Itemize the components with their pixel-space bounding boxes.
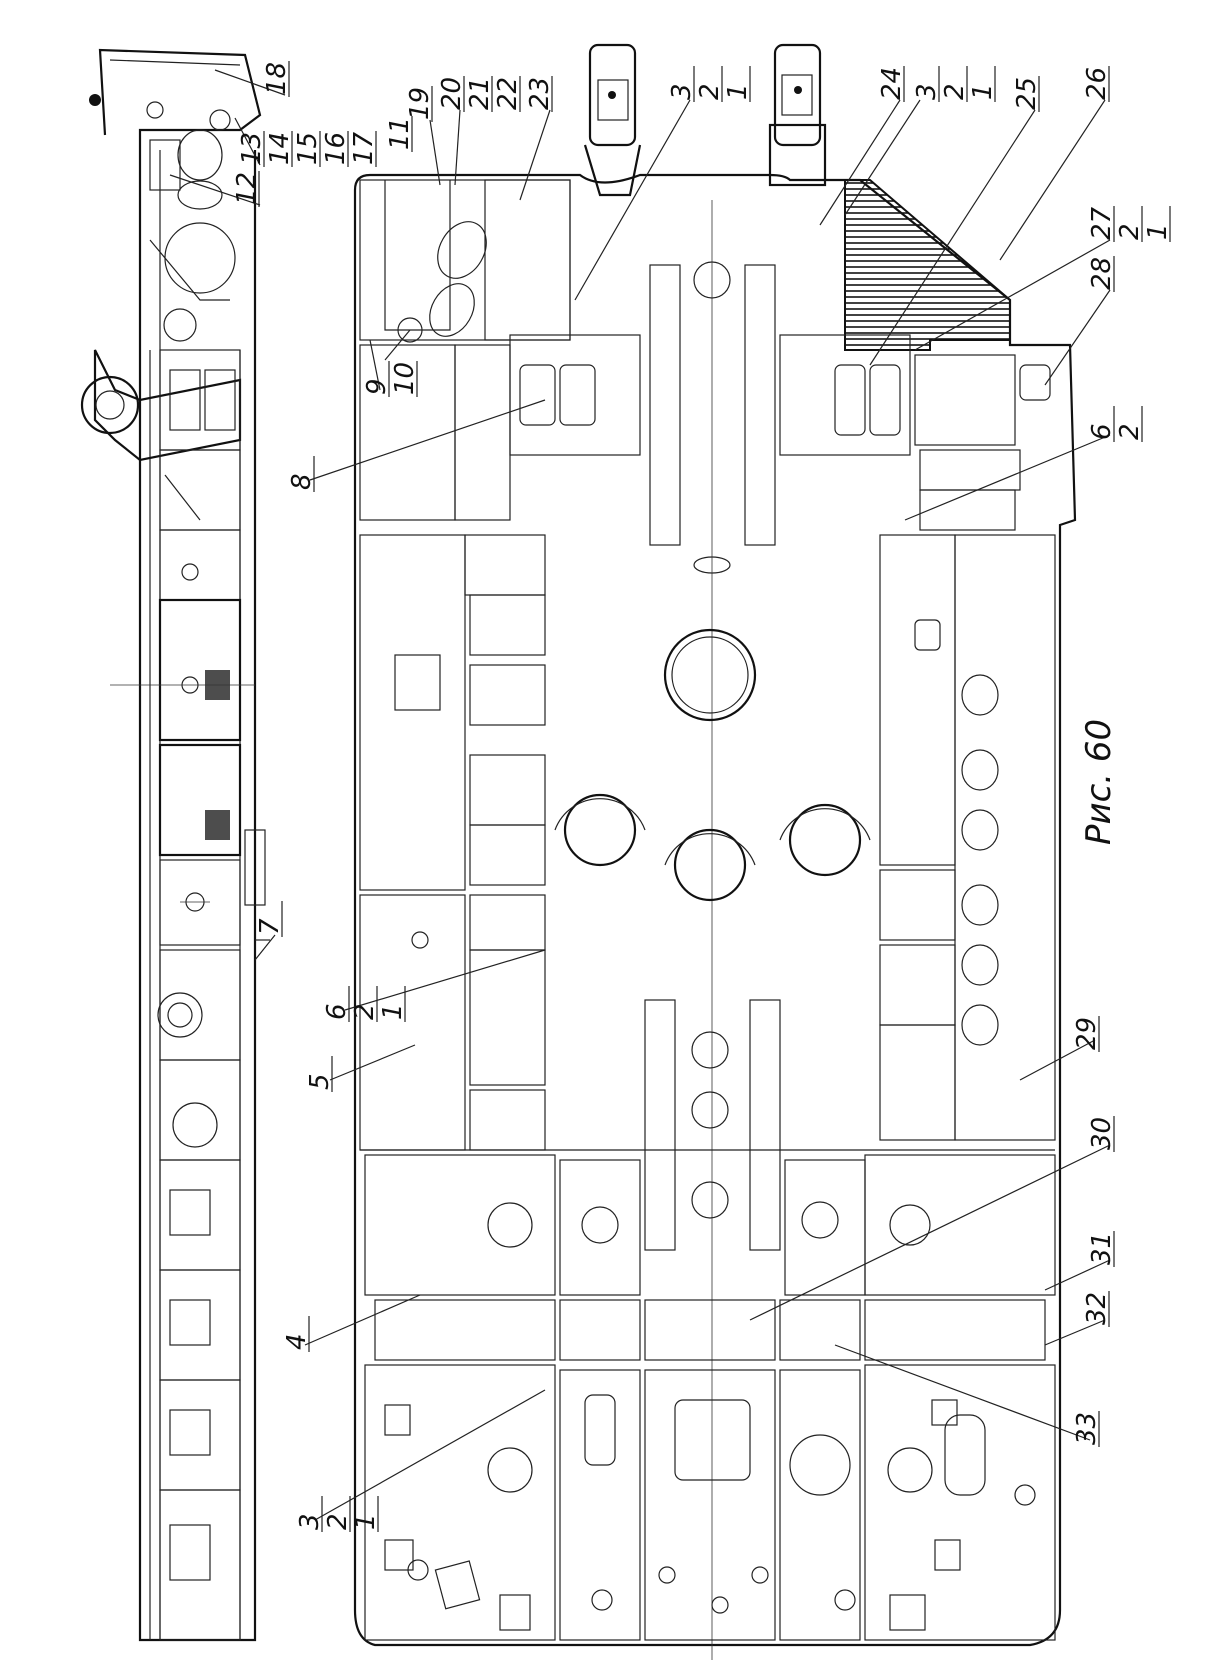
callout-c23: 31 [1087,1231,1117,1267]
callout-c4: 19 [405,86,435,122]
hatched-panel-26 [845,180,1010,350]
callout-number: 5 [305,1073,335,1090]
callout-c16: 8 [287,456,317,492]
callout-c18: 7 [255,901,285,937]
callout-number: 17 [349,131,379,165]
callout-number: 22 [493,77,523,110]
callout-c6: 23 [525,76,555,112]
left-cabinets [360,345,545,1150]
callout-number: 4 [282,1333,312,1350]
callout-number: 30 [1087,1117,1117,1150]
callout-number: 1 [1143,223,1173,240]
callout-number: 14 [265,132,295,165]
right-cabinets [880,535,1055,1140]
callout-c10: 25 [1012,76,1042,112]
figure-caption: Рис. 60 [1079,719,1119,845]
callout-c13: 28 [1087,256,1117,292]
callout-number: 7 [255,918,285,935]
callout-number: 3 [667,83,697,100]
coupler-right [770,45,825,185]
callout-number: 2 [1115,423,1145,440]
callout-number: 19 [405,87,435,120]
callout-number: 1 [968,83,998,100]
callout-c3: 12 [232,171,262,207]
callout-number: 29 [1072,1017,1102,1050]
callout-c19: 621 [322,986,408,1022]
callout-number: 8 [287,473,317,490]
callout-c24: 32 [1082,1291,1112,1327]
callout-number: 3 [295,1513,325,1530]
callout-number: 13 [237,132,267,165]
callout-c22: 30 [1087,1116,1117,1152]
callout-number: 2 [323,1513,353,1530]
callout-number: 33 [1072,1412,1102,1445]
callout-number: 32 [1082,1292,1112,1325]
callout-c17: 62 [1087,406,1145,442]
callout-number: 6 [1087,423,1117,440]
callout-number: 1 [378,1003,408,1020]
callout-number: 16 [321,132,351,165]
callout-c21: 29 [1072,1016,1102,1052]
filter-block-8 [510,335,640,455]
callout-c15: 910 [362,361,420,397]
callout-c1: 18 [262,61,292,97]
callout-number: 12 [232,172,262,205]
callout-number: 2 [940,83,970,100]
callout-c8: 24 [877,66,907,102]
callout-number: 26 [1082,67,1112,100]
side-frame-sections [158,350,240,1640]
bottom-rails [645,1000,780,1250]
lower-panels [360,1150,1055,1640]
side-elevation-view [82,50,270,1640]
callout-number: 2 [695,83,725,100]
callout-number: 15 [293,132,323,165]
callout-c11: 26 [1082,66,1112,102]
center-bearings [555,630,870,900]
callout-number: 28 [1087,257,1117,290]
callout-number: 25 [1012,77,1042,110]
callout-number: 20 [437,77,467,110]
plan-view [355,45,1075,1660]
top-rails [650,200,775,1660]
callout-number: 10 [390,362,420,395]
filter-block-25 [780,335,910,455]
callout-number: 2 [350,1003,380,1020]
callout-number: 11 [385,117,415,150]
callout-c25: 4 [282,1316,312,1352]
callout-number: 6 [322,1003,352,1020]
compartment-23 [360,180,570,344]
callout-c14: 11 [385,116,415,152]
callout-c9: 321 [912,66,998,102]
callout-number: 31 [1087,1232,1117,1265]
coupler-left [585,45,640,195]
callout-number: 21 [465,77,495,110]
callout-number: 1 [723,83,753,100]
callout-c7: 321 [667,66,753,102]
callout-c20: 5 [305,1056,335,1092]
callout-c26: 33 [1072,1411,1102,1447]
callout-number: 24 [877,67,907,100]
callout-number: 23 [525,77,555,110]
callout-number: 27 [1087,206,1117,240]
cabinet-28 [915,355,1050,530]
callout-number: 9 [362,378,392,395]
callout-number: 1 [351,1513,381,1530]
callout-c27: 321 [295,1496,381,1532]
callout-number: 18 [262,62,292,95]
callout-number: 3 [912,83,942,100]
callout-number: 2 [1115,223,1145,240]
